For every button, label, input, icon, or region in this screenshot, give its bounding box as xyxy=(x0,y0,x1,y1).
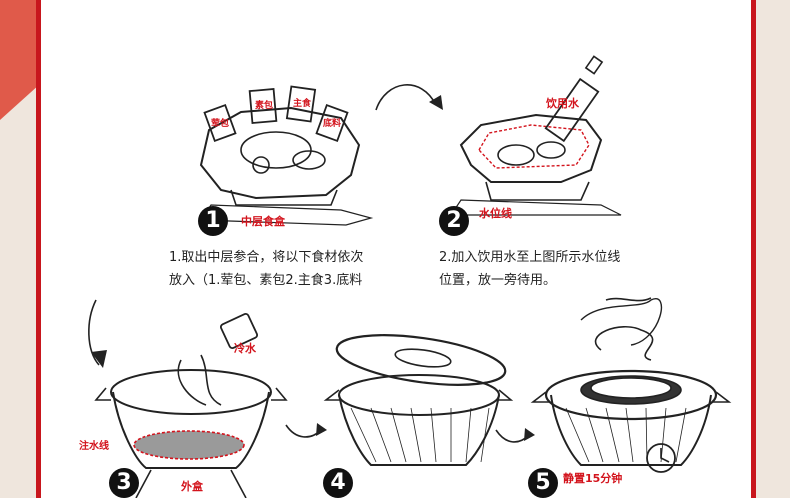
step-2-badge: 2 xyxy=(439,206,469,236)
step3-illustration xyxy=(88,299,288,498)
clock-icon xyxy=(646,443,676,473)
rest-15-min-label: 静置15分钟 xyxy=(563,472,623,485)
step-3-badge: 3 xyxy=(109,468,139,498)
step2-illustration xyxy=(449,55,622,216)
steam-icon xyxy=(594,326,654,361)
step-4-badge: 4 xyxy=(323,468,353,498)
step-1-badge: 1 xyxy=(198,206,228,236)
cold-water-label: 冷水 xyxy=(234,342,256,355)
step-1-line-2: 放入（1.荤包、素包2.主食3.底料 xyxy=(169,273,363,288)
water-line-label: 水位线 xyxy=(479,207,512,220)
drinking-water-label: 饮用水 xyxy=(546,97,579,110)
packet-meat-label: 荤包 xyxy=(211,119,230,129)
step-2-line-1: 2.加入饮用水至上图所示水位线 xyxy=(439,250,621,265)
step-2-line-2: 位置，放一旁待用。 xyxy=(439,273,557,288)
packet-base-label: 底料 xyxy=(323,119,342,129)
middle-box-label: 中层食盒 xyxy=(241,215,285,228)
instruction-panel: 1 2 3 4 5 中层食盒 水位线 饮用水 外盒 冷水 注水线 静置15分钟 … xyxy=(36,0,756,498)
step1-illustration xyxy=(199,85,374,226)
illustrations xyxy=(88,55,732,498)
step-5-badge: 5 xyxy=(528,468,558,498)
outer-box-label: 外盒 xyxy=(181,480,203,493)
fill-line-label: 注水线 xyxy=(79,441,109,452)
curved-arrow-icon xyxy=(375,84,437,111)
curved-arrow-icon xyxy=(285,424,322,438)
step-2-text: 2.加入饮用水至上图所示水位线 位置，放一旁待用。 xyxy=(439,246,620,292)
packet-veg-label: 素包 xyxy=(255,101,274,111)
curved-arrow-icon xyxy=(495,429,530,443)
step-1-line-1: 1.取出中层参合，将以下食材依次 xyxy=(169,250,364,265)
water-cup-icon xyxy=(219,312,259,350)
step5-illustration xyxy=(530,297,732,473)
step4-illustration xyxy=(323,334,514,466)
corner-decoration xyxy=(0,0,40,120)
step-1-text: 1.取出中层参合，将以下食材依次 放入（1.荤包、素包2.主食3.底料 xyxy=(169,246,363,292)
packet-staple-label: 主食 xyxy=(293,99,312,109)
curved-arrow-icon xyxy=(88,299,100,366)
